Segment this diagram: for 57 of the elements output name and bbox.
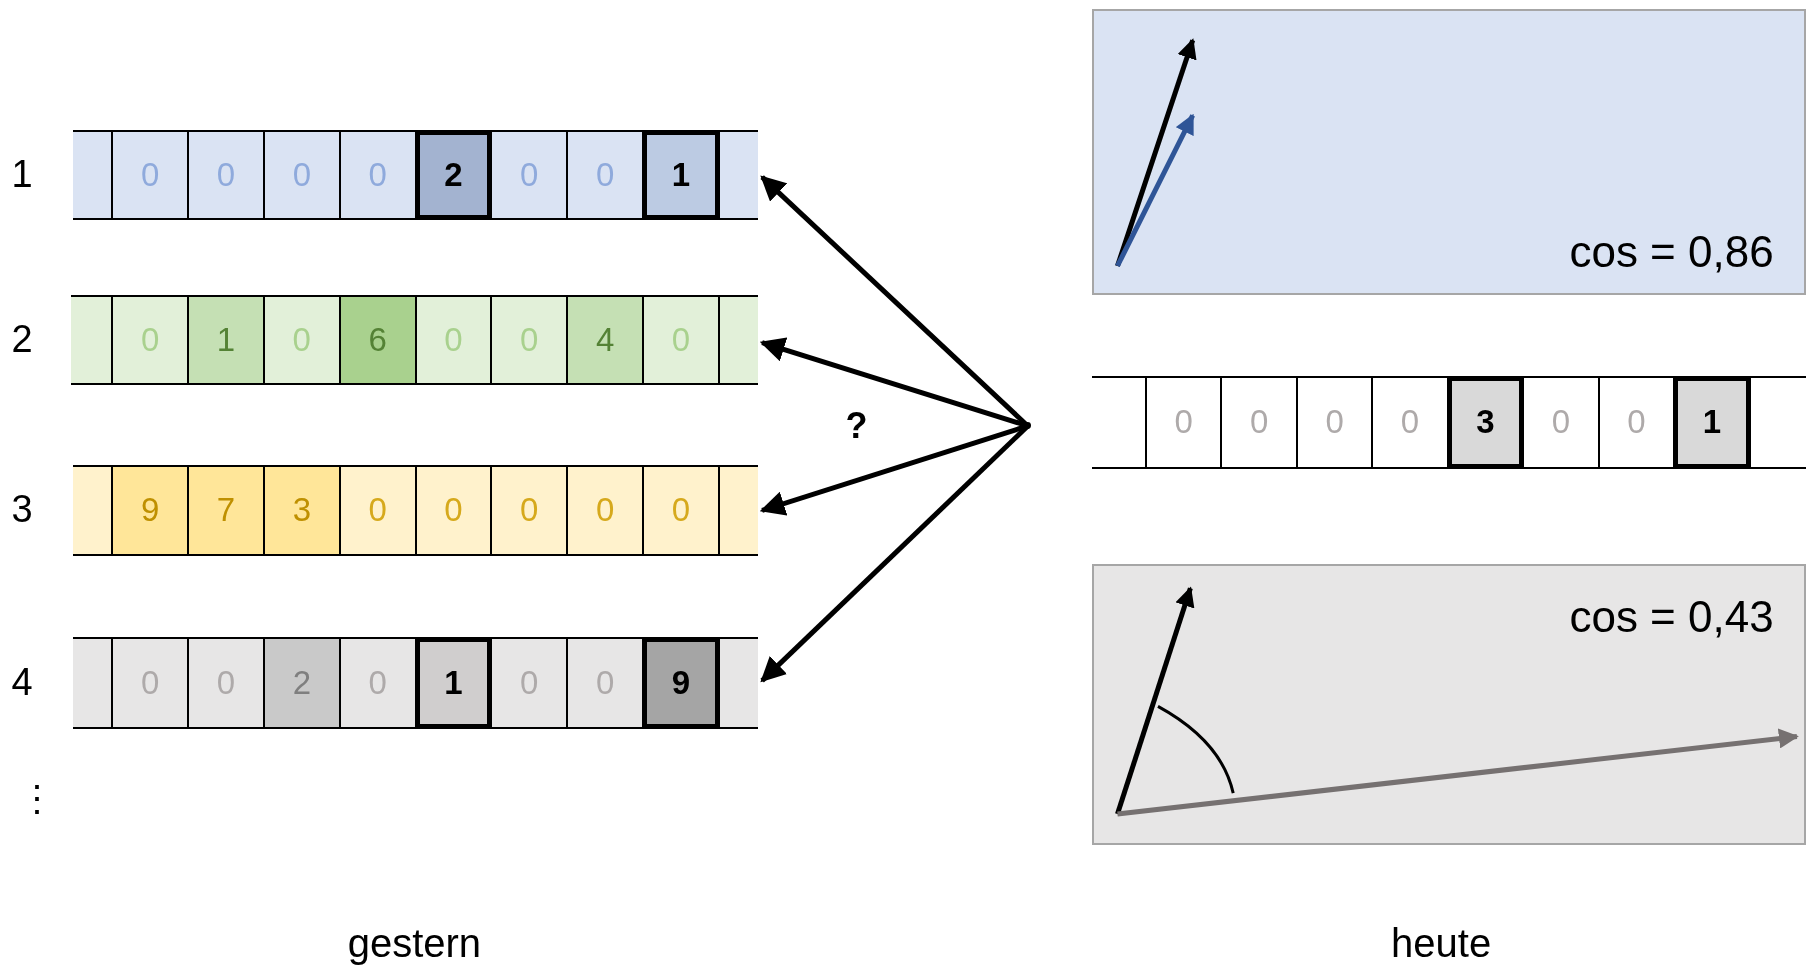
vector-cell: 0 bbox=[491, 466, 568, 555]
vector-cell: 0 bbox=[491, 296, 568, 385]
vector-cell: 0 bbox=[567, 130, 643, 219]
vector-cell: 0 bbox=[415, 296, 492, 385]
vector-cell: 0 bbox=[188, 637, 264, 729]
vector-cell: 0 bbox=[491, 637, 568, 729]
vector-cell: 0 bbox=[1221, 377, 1297, 468]
vector-cell: 0 bbox=[112, 296, 189, 385]
vector-cell: 0 bbox=[643, 466, 719, 555]
vector-cell: 1 bbox=[188, 296, 264, 385]
vector-cell: 0 bbox=[1145, 377, 1222, 468]
vector-cell: 3 bbox=[1447, 377, 1524, 468]
cosine-label: cos = 0,43 bbox=[1569, 591, 1774, 642]
comparison-panel bbox=[1091, 563, 1806, 845]
vector-cell: 0 bbox=[1296, 377, 1373, 468]
cosine-label: cos = 0,86 bbox=[1569, 227, 1774, 278]
vector-cell: 0 bbox=[491, 130, 568, 219]
vector-cell: 1 bbox=[415, 637, 492, 729]
vector-cell: 1 bbox=[1674, 377, 1750, 468]
vector-cell: 9 bbox=[112, 466, 189, 555]
vector-cell: 4 bbox=[567, 296, 643, 385]
vector-cell: 0 bbox=[415, 466, 492, 555]
vector-cell: 0 bbox=[112, 130, 189, 219]
vector-cell: 6 bbox=[339, 296, 416, 385]
ellipsis: ⋮ bbox=[19, 777, 56, 820]
row-number: 1 bbox=[11, 152, 33, 196]
vector-cell: 0 bbox=[339, 466, 416, 555]
row-number: 4 bbox=[11, 660, 33, 704]
vector-cell: 0 bbox=[339, 637, 416, 729]
vector-cell: 1 bbox=[643, 130, 719, 219]
vector-cell: 0 bbox=[112, 637, 189, 729]
vector-cell: 0 bbox=[188, 130, 264, 219]
caption-text: heute bbox=[1391, 920, 1492, 965]
vector-cell: 0 bbox=[1372, 377, 1448, 468]
vector-cell: 0 bbox=[1523, 377, 1599, 468]
vector-cell: 0 bbox=[567, 637, 643, 729]
vector-cell: 0 bbox=[1598, 377, 1675, 468]
comparison-panel bbox=[1091, 9, 1806, 296]
vector-cell: 2 bbox=[263, 637, 340, 729]
vector-row bbox=[72, 636, 759, 730]
hub-point bbox=[1024, 422, 1032, 430]
row-number: 2 bbox=[11, 318, 33, 362]
vector-row bbox=[70, 295, 759, 386]
vector-cell: 9 bbox=[643, 637, 719, 729]
caption-text: gestern bbox=[347, 920, 482, 965]
vector-row bbox=[72, 465, 759, 556]
vector-row bbox=[72, 129, 759, 220]
row-number: 3 bbox=[11, 488, 33, 532]
vector-cell: 7 bbox=[188, 466, 264, 555]
vector-cell: 0 bbox=[263, 130, 340, 219]
vector-cell: 0 bbox=[263, 296, 340, 385]
vector-cell: 3 bbox=[263, 466, 340, 555]
vector-cell: 0 bbox=[567, 466, 643, 555]
question-mark: ? bbox=[845, 404, 868, 447]
vector-cell: 2 bbox=[415, 130, 492, 219]
vector-cell: 0 bbox=[339, 130, 416, 219]
vector-cell: 0 bbox=[642, 296, 719, 385]
